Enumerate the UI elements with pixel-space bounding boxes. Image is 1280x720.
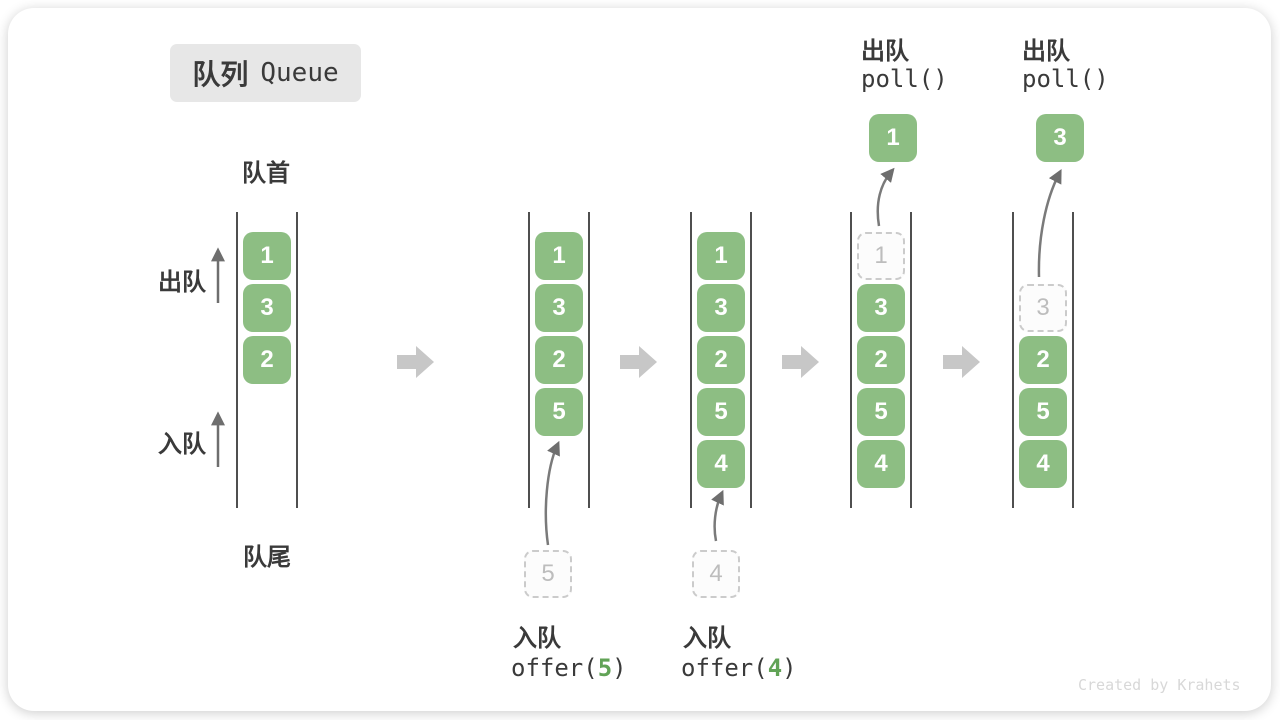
queue-wall-left xyxy=(528,212,530,508)
queue-wall-right xyxy=(750,212,752,508)
offer-op-label-zh: 入队 xyxy=(683,625,731,652)
queue-wall-left xyxy=(850,212,852,508)
queue-wall-left xyxy=(1012,212,1014,508)
offer-arg: 4 xyxy=(767,654,783,682)
queue-element-box: 3 xyxy=(857,284,905,332)
offer-op-code: offer(4) xyxy=(681,654,797,682)
removed-element-box: 1 xyxy=(857,232,905,280)
queue-wall-right xyxy=(588,212,590,508)
queue-element-box: 3 xyxy=(697,284,745,332)
queue-wall-right xyxy=(1072,212,1074,508)
queue-element-box: 5 xyxy=(697,388,745,436)
incoming-element-box: 5 xyxy=(524,550,572,598)
queue-element-box: 4 xyxy=(1019,440,1067,488)
queue-wall-right xyxy=(296,212,298,508)
queue-element-box: 2 xyxy=(857,336,905,384)
poll-op-code: poll() xyxy=(861,65,948,93)
removed-element-box: 3 xyxy=(1019,284,1067,332)
queue-element-box: 5 xyxy=(1019,388,1067,436)
poll-op-code: poll() xyxy=(1022,65,1109,93)
queue-element-box: 3 xyxy=(535,284,583,332)
queue-element-box: 4 xyxy=(857,440,905,488)
queue-element-box: 1 xyxy=(243,232,291,280)
offer-arg: 5 xyxy=(597,654,613,682)
queue-element-box: 5 xyxy=(535,388,583,436)
watermark: Created by Krahets xyxy=(1078,676,1241,694)
figure-card xyxy=(8,8,1271,711)
queue-wall-left xyxy=(236,212,238,508)
offer-op-label-zh: 入队 xyxy=(513,625,561,652)
polled-element-box: 3 xyxy=(1036,114,1084,162)
polled-element-box: 1 xyxy=(869,114,917,162)
offer-code-text: offer( xyxy=(681,654,768,682)
queue-element-box: 1 xyxy=(697,232,745,280)
incoming-element-box: 4 xyxy=(692,550,740,598)
queue-element-box: 2 xyxy=(243,336,291,384)
title-badge: 队列 Queue xyxy=(170,44,361,102)
queue-element-box: 3 xyxy=(243,284,291,332)
label-enqueue-side: 入队 xyxy=(158,431,206,458)
queue-wall-right xyxy=(910,212,912,508)
offer-op-code: offer(5) xyxy=(511,654,627,682)
label-queue-front: 队首 xyxy=(242,160,290,187)
label-queue-rear: 队尾 xyxy=(243,544,291,571)
offer-code-text: ) xyxy=(782,654,797,682)
queue-element-box: 1 xyxy=(535,232,583,280)
queue-element-box: 2 xyxy=(697,336,745,384)
queue-element-box: 2 xyxy=(1019,336,1067,384)
queue-element-box: 5 xyxy=(857,388,905,436)
queue-element-box: 2 xyxy=(535,336,583,384)
title-zh: 队列 xyxy=(192,59,249,90)
offer-code-text: ) xyxy=(612,654,627,682)
label-dequeue-side: 出队 xyxy=(158,269,206,296)
title-en: Queue xyxy=(260,58,339,88)
offer-code-text: offer( xyxy=(511,654,598,682)
poll-op-label-zh: 出队 xyxy=(1022,38,1070,65)
poll-op-label-zh: 出队 xyxy=(861,38,909,65)
queue-element-box: 4 xyxy=(697,440,745,488)
queue-wall-left xyxy=(690,212,692,508)
